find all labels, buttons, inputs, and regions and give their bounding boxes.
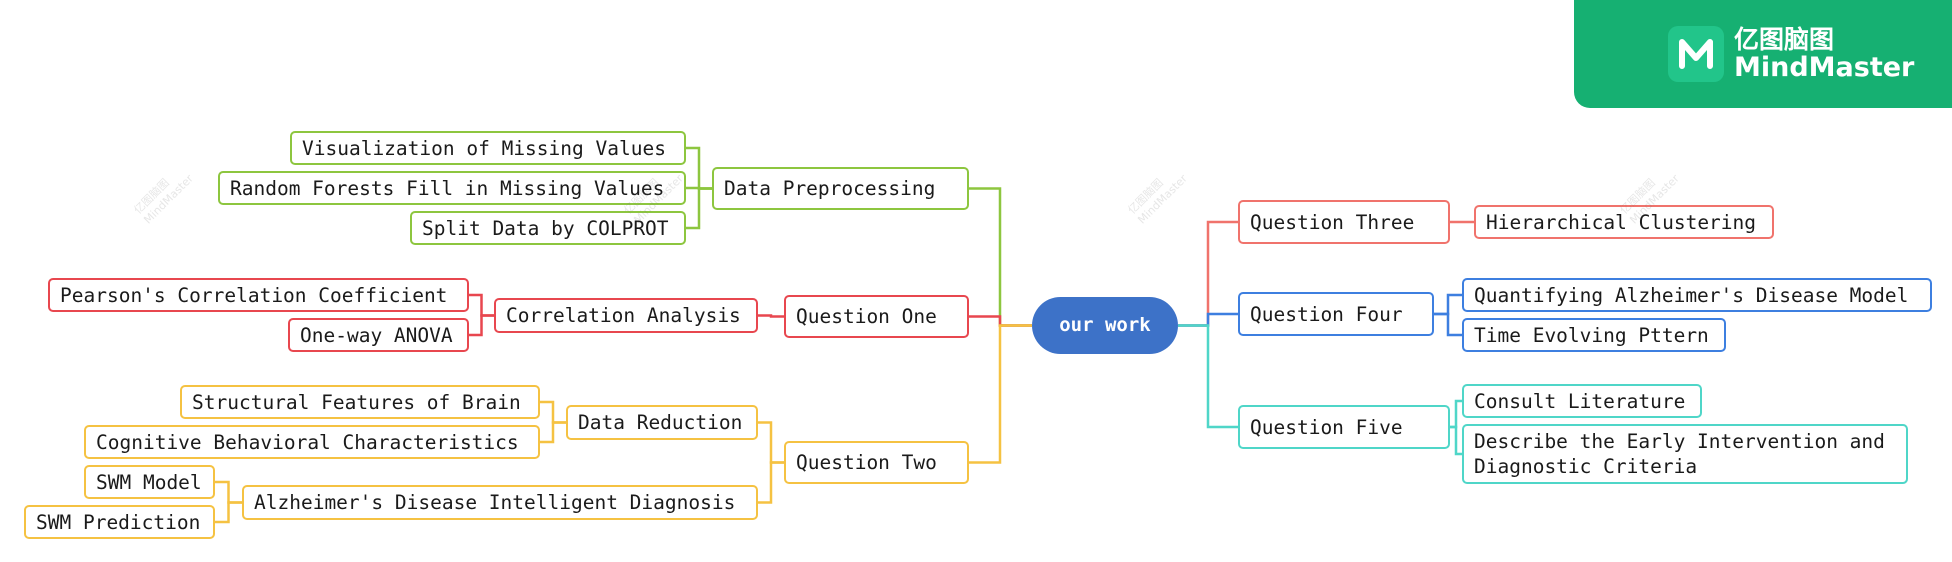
leaf-random-forests-fill[interactable]: Random Forests Fill in Missing Values [218,171,686,205]
connector-line [1450,425,1462,456]
connector-line [1434,312,1462,337]
branch-question-four[interactable]: Question Four [1238,292,1434,336]
leaf-visualization-missing-values[interactable]: Visualization of Missing Values [290,131,686,165]
leaf-split-data-colprot[interactable]: Split Data by COLPROT [410,211,686,245]
branch-question-five[interactable]: Question Five [1238,405,1450,449]
q4-connectors [1434,293,1462,337]
dp-connectors [686,146,712,230]
sub-data-reduction[interactable]: Data Reduction [566,405,758,440]
leaf-one-way-anova[interactable]: One-way ANOVA [288,318,469,352]
q1-connectors [758,314,784,318]
leaf-swm-prediction[interactable]: SWM Prediction [24,505,215,539]
q5-connectors [1450,399,1462,456]
leaf-consult-literature[interactable]: Consult Literature [1462,384,1702,418]
connector-line [215,480,242,504]
connector-line [758,421,784,464]
q2b-connectors [215,480,242,524]
q1-sub-connectors [469,293,494,337]
leaf-cognitive-behavioral[interactable]: Cognitive Behavioral Characteristics [84,425,540,459]
connector-line [540,400,566,424]
branch-data-preprocessing[interactable]: Data Preprocessing [712,167,969,210]
q2a-connectors [540,400,566,444]
badge-title-en: MindMaster [1734,52,1915,83]
root-connector-line [969,315,1032,327]
branch-question-two[interactable]: Question Two [784,441,969,484]
leaf-swm-model[interactable]: SWM Model [84,465,215,499]
q2-connectors [758,421,784,504]
sub-ad-intelligent-diagnosis[interactable]: Alzheimer's Disease Intelligent Diagnosi… [242,485,758,520]
leaf-hierarchical-clustering[interactable]: Hierarchical Clustering [1474,205,1774,239]
sub-correlation-analysis[interactable]: Correlation Analysis [494,298,758,333]
root-connector-line [1178,220,1238,327]
root-connector-line [969,324,1032,464]
branch-question-three[interactable]: Question Three [1238,200,1450,244]
connector-line [1450,399,1462,429]
root-node-our-work[interactable]: our work [1032,297,1178,354]
connector-line [540,421,566,444]
connector-line [215,501,242,524]
connector-line [758,461,784,504]
connector-line [686,146,712,190]
connector-line [469,314,494,337]
leaf-quantifying-ad-model[interactable]: Quantifying Alzheimer's Disease Model [1462,278,1932,312]
connector-line [1434,293,1462,316]
leaf-structural-features-brain[interactable]: Structural Features of Brain [180,385,540,419]
connector-line [758,314,784,318]
connector-line [686,187,712,230]
leaf-early-intervention-criteria[interactable]: Describe the Early Intervention and Diag… [1462,424,1908,484]
leaf-time-evolving-pattern[interactable]: Time Evolving Pttern [1462,318,1726,352]
leaf-pearson-correlation[interactable]: Pearson's Correlation Coefficient [48,278,469,312]
root-connector-line [969,187,1032,327]
root-connector-line [1178,324,1238,429]
mindmaster-badge: 亿图脑图 MindMaster [1574,0,1952,108]
badge-title-cn: 亿图脑图 [1734,25,1835,54]
mindmaster-logo-icon [1668,26,1724,82]
branch-question-one[interactable]: Question One [784,295,969,338]
root-connector-line [1178,312,1238,327]
connector-line [469,293,494,317]
